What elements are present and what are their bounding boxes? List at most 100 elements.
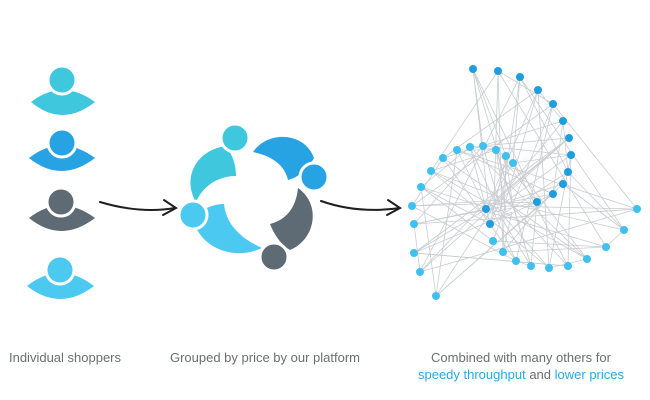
network-edge	[487, 193, 554, 207]
network-edge	[411, 103, 554, 207]
network-edge	[411, 205, 517, 262]
person-icon-slate	[29, 186, 95, 231]
network-node	[545, 264, 553, 272]
network-node	[427, 167, 435, 175]
network-node	[559, 117, 567, 125]
network-edge	[430, 170, 550, 269]
network-edge	[489, 155, 507, 225]
network-edge	[512, 154, 572, 164]
network-node	[439, 154, 447, 162]
network-node	[564, 168, 572, 176]
network-edge	[493, 199, 625, 231]
network-edge	[482, 145, 501, 207]
network-edge	[411, 199, 501, 207]
group-circle-icon	[177, 122, 330, 273]
network-node	[482, 205, 490, 213]
network-edge	[489, 199, 501, 225]
network-node	[494, 67, 502, 75]
network-node	[408, 202, 416, 210]
caption-grouped-by-price: Grouped by price by our platform	[169, 350, 361, 365]
network-edge	[442, 157, 513, 207]
network-edge	[562, 120, 569, 173]
network-edge	[413, 211, 513, 254]
network-edge	[419, 208, 638, 273]
network-node	[559, 180, 567, 188]
network-edge	[435, 149, 458, 297]
network-edge	[472, 68, 507, 157]
network-edge	[505, 155, 513, 201]
caption-combined-prefix: Combined with many others for	[431, 350, 611, 365]
network-edge	[497, 70, 607, 248]
network-edge	[430, 170, 507, 201]
network-node	[549, 100, 557, 108]
network-edge	[502, 155, 507, 253]
network-edge	[413, 208, 638, 225]
network-node	[466, 143, 474, 151]
network-edge	[505, 89, 539, 201]
network-node	[620, 226, 628, 234]
network-edge	[420, 186, 491, 225]
network-edge	[420, 186, 437, 297]
network-edge	[487, 120, 564, 213]
network-edge	[519, 76, 569, 173]
network-node	[502, 152, 510, 160]
network-edge	[493, 205, 532, 267]
network-node	[533, 198, 541, 206]
network-spiral-icon	[408, 65, 641, 300]
network-node	[416, 268, 424, 276]
network-node	[410, 249, 418, 257]
arrow-right-icon	[99, 199, 178, 216]
network-edge	[487, 162, 514, 207]
network-node	[492, 146, 500, 154]
network-edge	[435, 183, 564, 297]
network-node	[534, 86, 542, 94]
network-node	[565, 134, 573, 142]
network-edge	[472, 68, 532, 267]
network-node	[512, 257, 520, 265]
network-node	[516, 73, 524, 81]
network-edge	[495, 149, 538, 203]
network-node	[453, 146, 461, 154]
arrow-right-icon	[320, 199, 402, 216]
caption-combined-and: and	[529, 367, 552, 382]
network-edge	[420, 146, 471, 188]
speedy-throughput-link: speedy throughput	[417, 367, 526, 382]
network-node	[469, 65, 477, 73]
lower-prices-link: lower prices	[554, 367, 624, 382]
network-node	[583, 255, 591, 263]
network-edge	[487, 211, 607, 248]
network-edge	[552, 103, 638, 210]
network-edge	[530, 201, 538, 267]
network-node	[432, 292, 440, 300]
network-edge	[499, 76, 521, 213]
network-node	[564, 262, 572, 270]
network-edge	[419, 199, 489, 273]
network-edge	[511, 103, 554, 207]
network-edge	[562, 183, 625, 231]
network-edge	[489, 193, 554, 225]
person-icon-blue	[29, 127, 95, 171]
network-edge	[511, 183, 564, 201]
network-node	[486, 220, 494, 228]
network-edge	[485, 89, 539, 210]
network-edge	[512, 76, 521, 164]
caption-combined: Combined with many others for speedy thr…	[410, 349, 632, 383]
network-edge	[420, 186, 494, 242]
network-edge	[487, 199, 517, 262]
network-node	[567, 151, 575, 159]
network-edge	[492, 240, 607, 248]
network-edge	[567, 171, 625, 231]
network-edge	[499, 211, 550, 269]
network-edge	[493, 70, 499, 207]
network-node	[549, 190, 557, 198]
network-edge	[499, 205, 638, 210]
network-edge	[502, 246, 607, 253]
network-node	[417, 183, 425, 191]
caption-individual-shoppers: Individual shoppers	[8, 350, 122, 365]
network-edge	[512, 162, 588, 260]
network-edge	[413, 252, 569, 267]
person-icon-sky	[27, 254, 94, 299]
network-edge	[492, 205, 507, 242]
network-node	[499, 248, 507, 256]
